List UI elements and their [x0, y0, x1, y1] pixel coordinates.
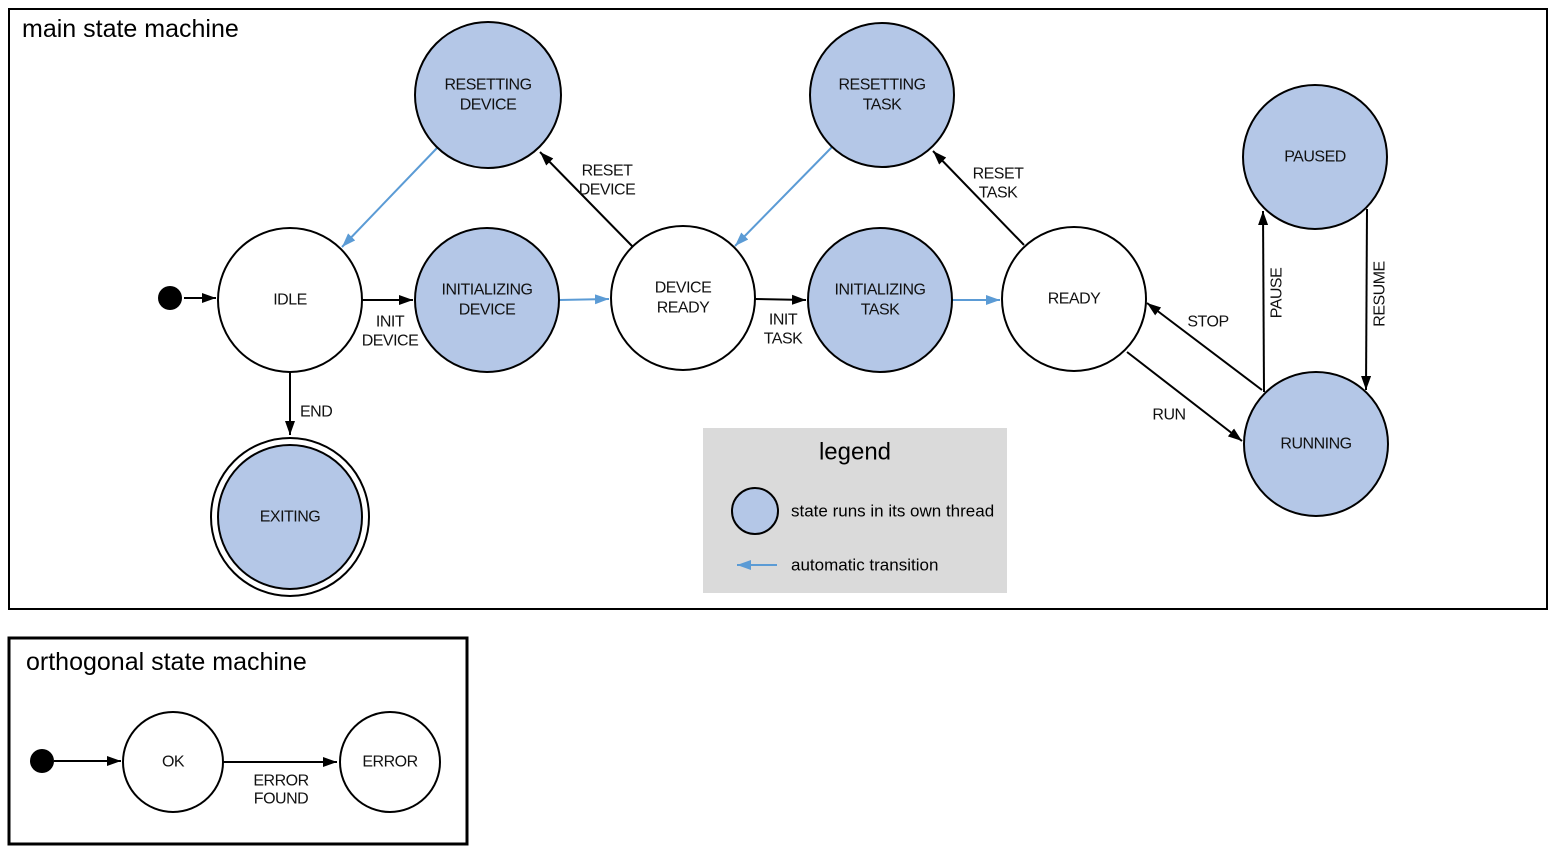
- auto-transition-resettask-to-deviceready: [734, 146, 833, 247]
- transition-label-end: END: [300, 404, 332, 421]
- transition-label-stop: STOP: [1187, 314, 1228, 331]
- auto-transition-initdevice-to-deviceready: [558, 294, 610, 305]
- state-error-circle: [339, 711, 441, 813]
- transition-label-error-found-line2: FOUND: [254, 791, 308, 808]
- main-state-machine-panel: main state machine INIT DEVICE RESET DEV…: [8, 8, 1548, 610]
- state-initializing-task: INITIALIZING TASK: [807, 227, 953, 373]
- state-ready: READY: [1001, 226, 1147, 372]
- state-resetting-task-label-line1: RESETTING: [838, 77, 925, 94]
- state-device-ready: DEVICE READY: [610, 225, 756, 371]
- state-resetting-task: RESETTING TASK: [809, 22, 955, 168]
- transition-init-task: [754, 294, 807, 305]
- transition-label-pause: PAUSE: [1269, 268, 1286, 319]
- state-device-ready-circle: [610, 225, 756, 371]
- state-device-ready-label-line1: DEVICE: [655, 280, 712, 297]
- state-ready-circle: [1001, 226, 1147, 372]
- state-exiting-label: EXITING: [260, 509, 321, 526]
- state-resetting-device-label-line1: RESETTING: [444, 77, 531, 94]
- state-running: RUNNING: [1243, 371, 1389, 517]
- transition-label-run: RUN: [1152, 407, 1185, 424]
- state-idle: IDLE: [217, 227, 363, 373]
- state-initializing-device: INITIALIZING DEVICE: [414, 227, 560, 373]
- state-resetting-task-circle: [809, 22, 955, 168]
- state-initializing-device-label-line2: DEVICE: [459, 302, 516, 319]
- state-initializing-task-label-line1: INITIALIZING: [835, 282, 926, 299]
- orthogonal-initial-state-dot: [30, 749, 54, 773]
- state-device-ready-label-line2: READY: [657, 300, 710, 317]
- state-paused-circle: [1242, 84, 1388, 230]
- state-initializing-task-label-line2: TASK: [861, 302, 900, 319]
- transition-stop: [1146, 302, 1263, 391]
- legend-title: legend: [819, 439, 891, 466]
- transition-reset-device: [539, 151, 634, 248]
- legend-auto-item-label: automatic transition: [791, 556, 938, 575]
- state-paused: PAUSED: [1242, 84, 1388, 230]
- state-idle-label: IDLE: [273, 292, 307, 309]
- transition-label-init-task-line1: INIT: [769, 312, 798, 329]
- state-error-label: ERROR: [362, 754, 417, 771]
- orthogonal-panel-title: orthogonal state machine: [26, 648, 307, 676]
- auto-transition-resetdevice-to-idle: [341, 147, 438, 248]
- state-ok: OK: [122, 711, 224, 813]
- state-initializing-task-circle: [807, 227, 953, 373]
- state-ok-circle: [122, 711, 224, 813]
- transition-label-reset-task-line2: TASK: [979, 185, 1018, 202]
- state-ok-label: OK: [162, 754, 185, 771]
- transition-reset-task: [932, 150, 1025, 246]
- transition-label-init-device-line2: DEVICE: [362, 333, 419, 350]
- state-initializing-device-label-line1: INITIALIZING: [442, 282, 533, 299]
- transition-pause: [1258, 210, 1269, 393]
- orthogonal-state-machine-panel: orthogonal state machine ERROR FOUND OK …: [7, 636, 469, 846]
- transition-label-reset-device-line1: RESET: [582, 163, 634, 180]
- transition-label-reset-device-line2: DEVICE: [579, 182, 636, 199]
- state-exiting-inner-circle: [217, 444, 363, 590]
- state-exiting-final: EXITING: [210, 437, 370, 597]
- transition-label-resume: RESUME: [1372, 261, 1389, 326]
- state-resetting-device: RESETTING DEVICE: [414, 21, 562, 169]
- main-panel-title: main state machine: [22, 15, 239, 43]
- initial-state-dot: [158, 286, 182, 310]
- transition-label-error-found-line1: ERROR: [253, 773, 308, 790]
- state-idle-circle: [217, 227, 363, 373]
- state-running-label: RUNNING: [1280, 436, 1351, 453]
- legend: legend state runs in its own thread auto…: [703, 428, 1007, 593]
- legend-thread-item-label: state runs in its own thread: [791, 502, 994, 521]
- transition-label-reset-task-line1: RESET: [973, 166, 1025, 183]
- state-paused-label: PAUSED: [1284, 149, 1346, 166]
- legend-thread-state-icon: [731, 487, 779, 535]
- transition-label-init-device-line1: INIT: [376, 314, 405, 331]
- state-resetting-device-circle: [414, 21, 562, 169]
- transition-label-init-task-line2: TASK: [764, 331, 803, 348]
- state-error: ERROR: [339, 711, 441, 813]
- state-ready-label: READY: [1048, 291, 1101, 308]
- state-running-circle: [1243, 371, 1389, 517]
- transition-resume: [1361, 208, 1372, 391]
- state-resetting-device-label-line2: DEVICE: [460, 97, 517, 114]
- state-resetting-task-label-line2: TASK: [863, 97, 902, 114]
- transition-run: [1126, 351, 1243, 442]
- state-initializing-device-circle: [414, 227, 560, 373]
